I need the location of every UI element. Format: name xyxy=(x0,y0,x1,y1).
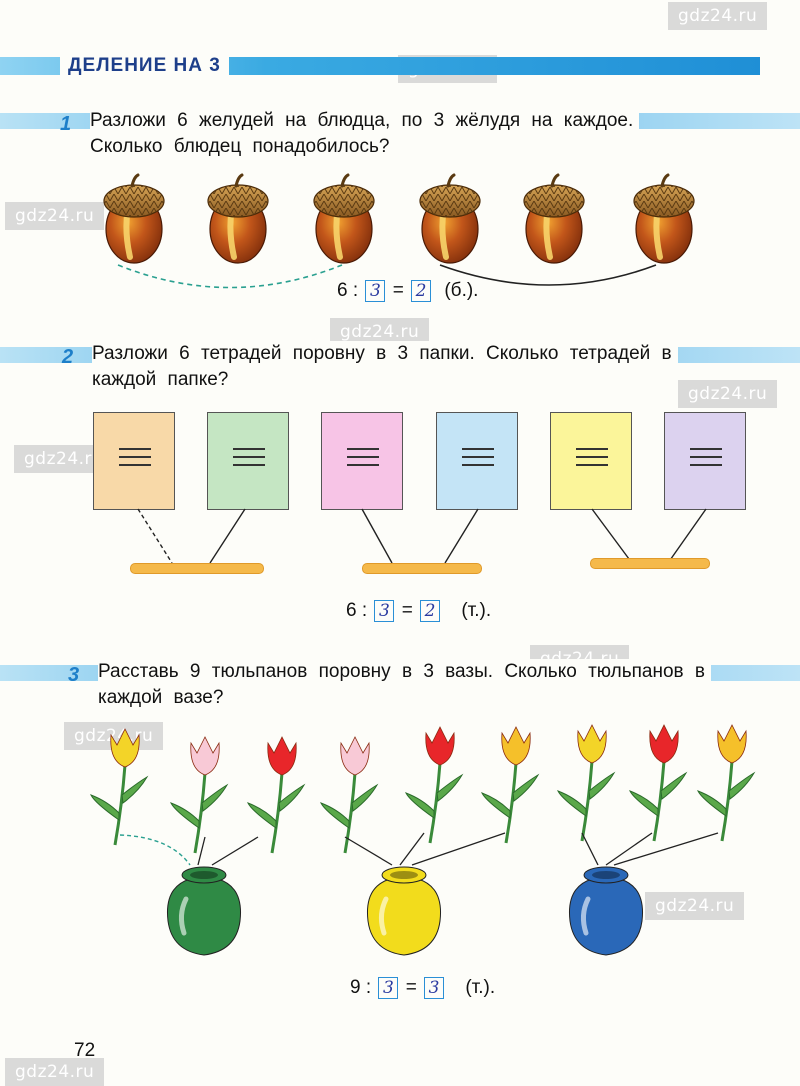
lesson-title: ДЕЛЕНИЕ НА 3 xyxy=(60,55,229,77)
tulips-and-vases-illustration xyxy=(89,724,756,956)
tulip-icon xyxy=(246,736,306,855)
answer-box: 3 xyxy=(365,280,386,302)
equation-left: 6 : xyxy=(346,600,368,622)
acorns-illustration xyxy=(90,165,720,289)
answer-box: 3 xyxy=(378,977,399,999)
folder-plate xyxy=(362,563,482,574)
acorn-icon xyxy=(524,175,584,263)
acorn-icon xyxy=(314,175,374,263)
answer-box: 3 xyxy=(374,600,395,622)
equation-left: 9 : xyxy=(350,977,372,999)
acorn-icon xyxy=(104,175,164,263)
page-number: 72 xyxy=(74,1040,96,1061)
dashed-group-arc xyxy=(117,264,343,289)
task-number: 1 xyxy=(60,113,72,135)
watermark: gdz24.ru xyxy=(668,2,768,30)
folder-plate xyxy=(590,558,710,569)
folder-plate xyxy=(130,563,264,574)
watermark: gdz24.ru xyxy=(5,1058,105,1086)
answer-box: 3 xyxy=(424,977,445,999)
equation-equals: = xyxy=(405,977,417,999)
equation-equals: = xyxy=(401,600,413,622)
tulip-icon xyxy=(628,724,688,843)
tulip-icon xyxy=(169,736,229,855)
notebook-icon xyxy=(207,412,289,510)
equation-left: 6 : xyxy=(337,280,359,302)
equation-3: 9 : 3 = 3 (т.). xyxy=(350,977,495,999)
watermark: gdz24.ru xyxy=(5,202,105,230)
notebook-icon xyxy=(436,412,518,510)
task-text-line2: Сколько блюдец понадобилось? xyxy=(90,134,396,160)
equation-unit: (т.). xyxy=(461,600,492,622)
tulip-icon xyxy=(556,724,616,843)
task-number: 3 xyxy=(68,664,80,686)
answer-box: 2 xyxy=(420,600,441,622)
vase-icon xyxy=(568,866,644,956)
group-arc xyxy=(439,264,657,286)
acorn-icon xyxy=(208,175,268,263)
notebook-icon xyxy=(664,412,746,510)
answer-box: 2 xyxy=(411,280,432,302)
notebook-icon xyxy=(93,412,175,510)
notebook-icon xyxy=(550,412,632,510)
tulip-icon xyxy=(404,726,464,845)
task-number: 2 xyxy=(62,346,74,368)
notebook-connector-lines xyxy=(137,508,707,564)
equation-1: 6 : 3 = 2 (б.). xyxy=(337,280,478,302)
watermark: gdz24.ru xyxy=(678,380,778,408)
notebook-icon xyxy=(321,412,403,510)
equation-unit: (т.). xyxy=(465,977,496,999)
task-text-line2: каждой папке? xyxy=(92,367,235,393)
tulip-icon xyxy=(319,736,379,855)
equation-2: 6 : 3 = 2 (т.). xyxy=(346,600,491,622)
watermark: gdz24.ru xyxy=(645,892,745,920)
equation-equals: = xyxy=(392,280,404,302)
tulip-icon xyxy=(480,726,540,845)
tulip-icon xyxy=(89,728,149,847)
task-text-line2: каждой вазе? xyxy=(98,685,230,711)
task-text-line1: Расставь 9 тюльпанов поровну в 3 вазы. С… xyxy=(98,659,711,685)
acorn-icon xyxy=(420,175,480,263)
vase-icon xyxy=(366,866,442,956)
equation-unit: (б.). xyxy=(444,280,479,302)
task-text-line1: Разложи 6 тетрадей поровну в 3 папки. Ск… xyxy=(92,341,678,367)
acorn-icon xyxy=(634,175,694,263)
tulip-icon xyxy=(696,724,756,843)
vase-icon xyxy=(166,866,242,956)
task-text-line1: Разложи 6 желудей на блюдца, по 3 жёлудя… xyxy=(90,108,640,134)
